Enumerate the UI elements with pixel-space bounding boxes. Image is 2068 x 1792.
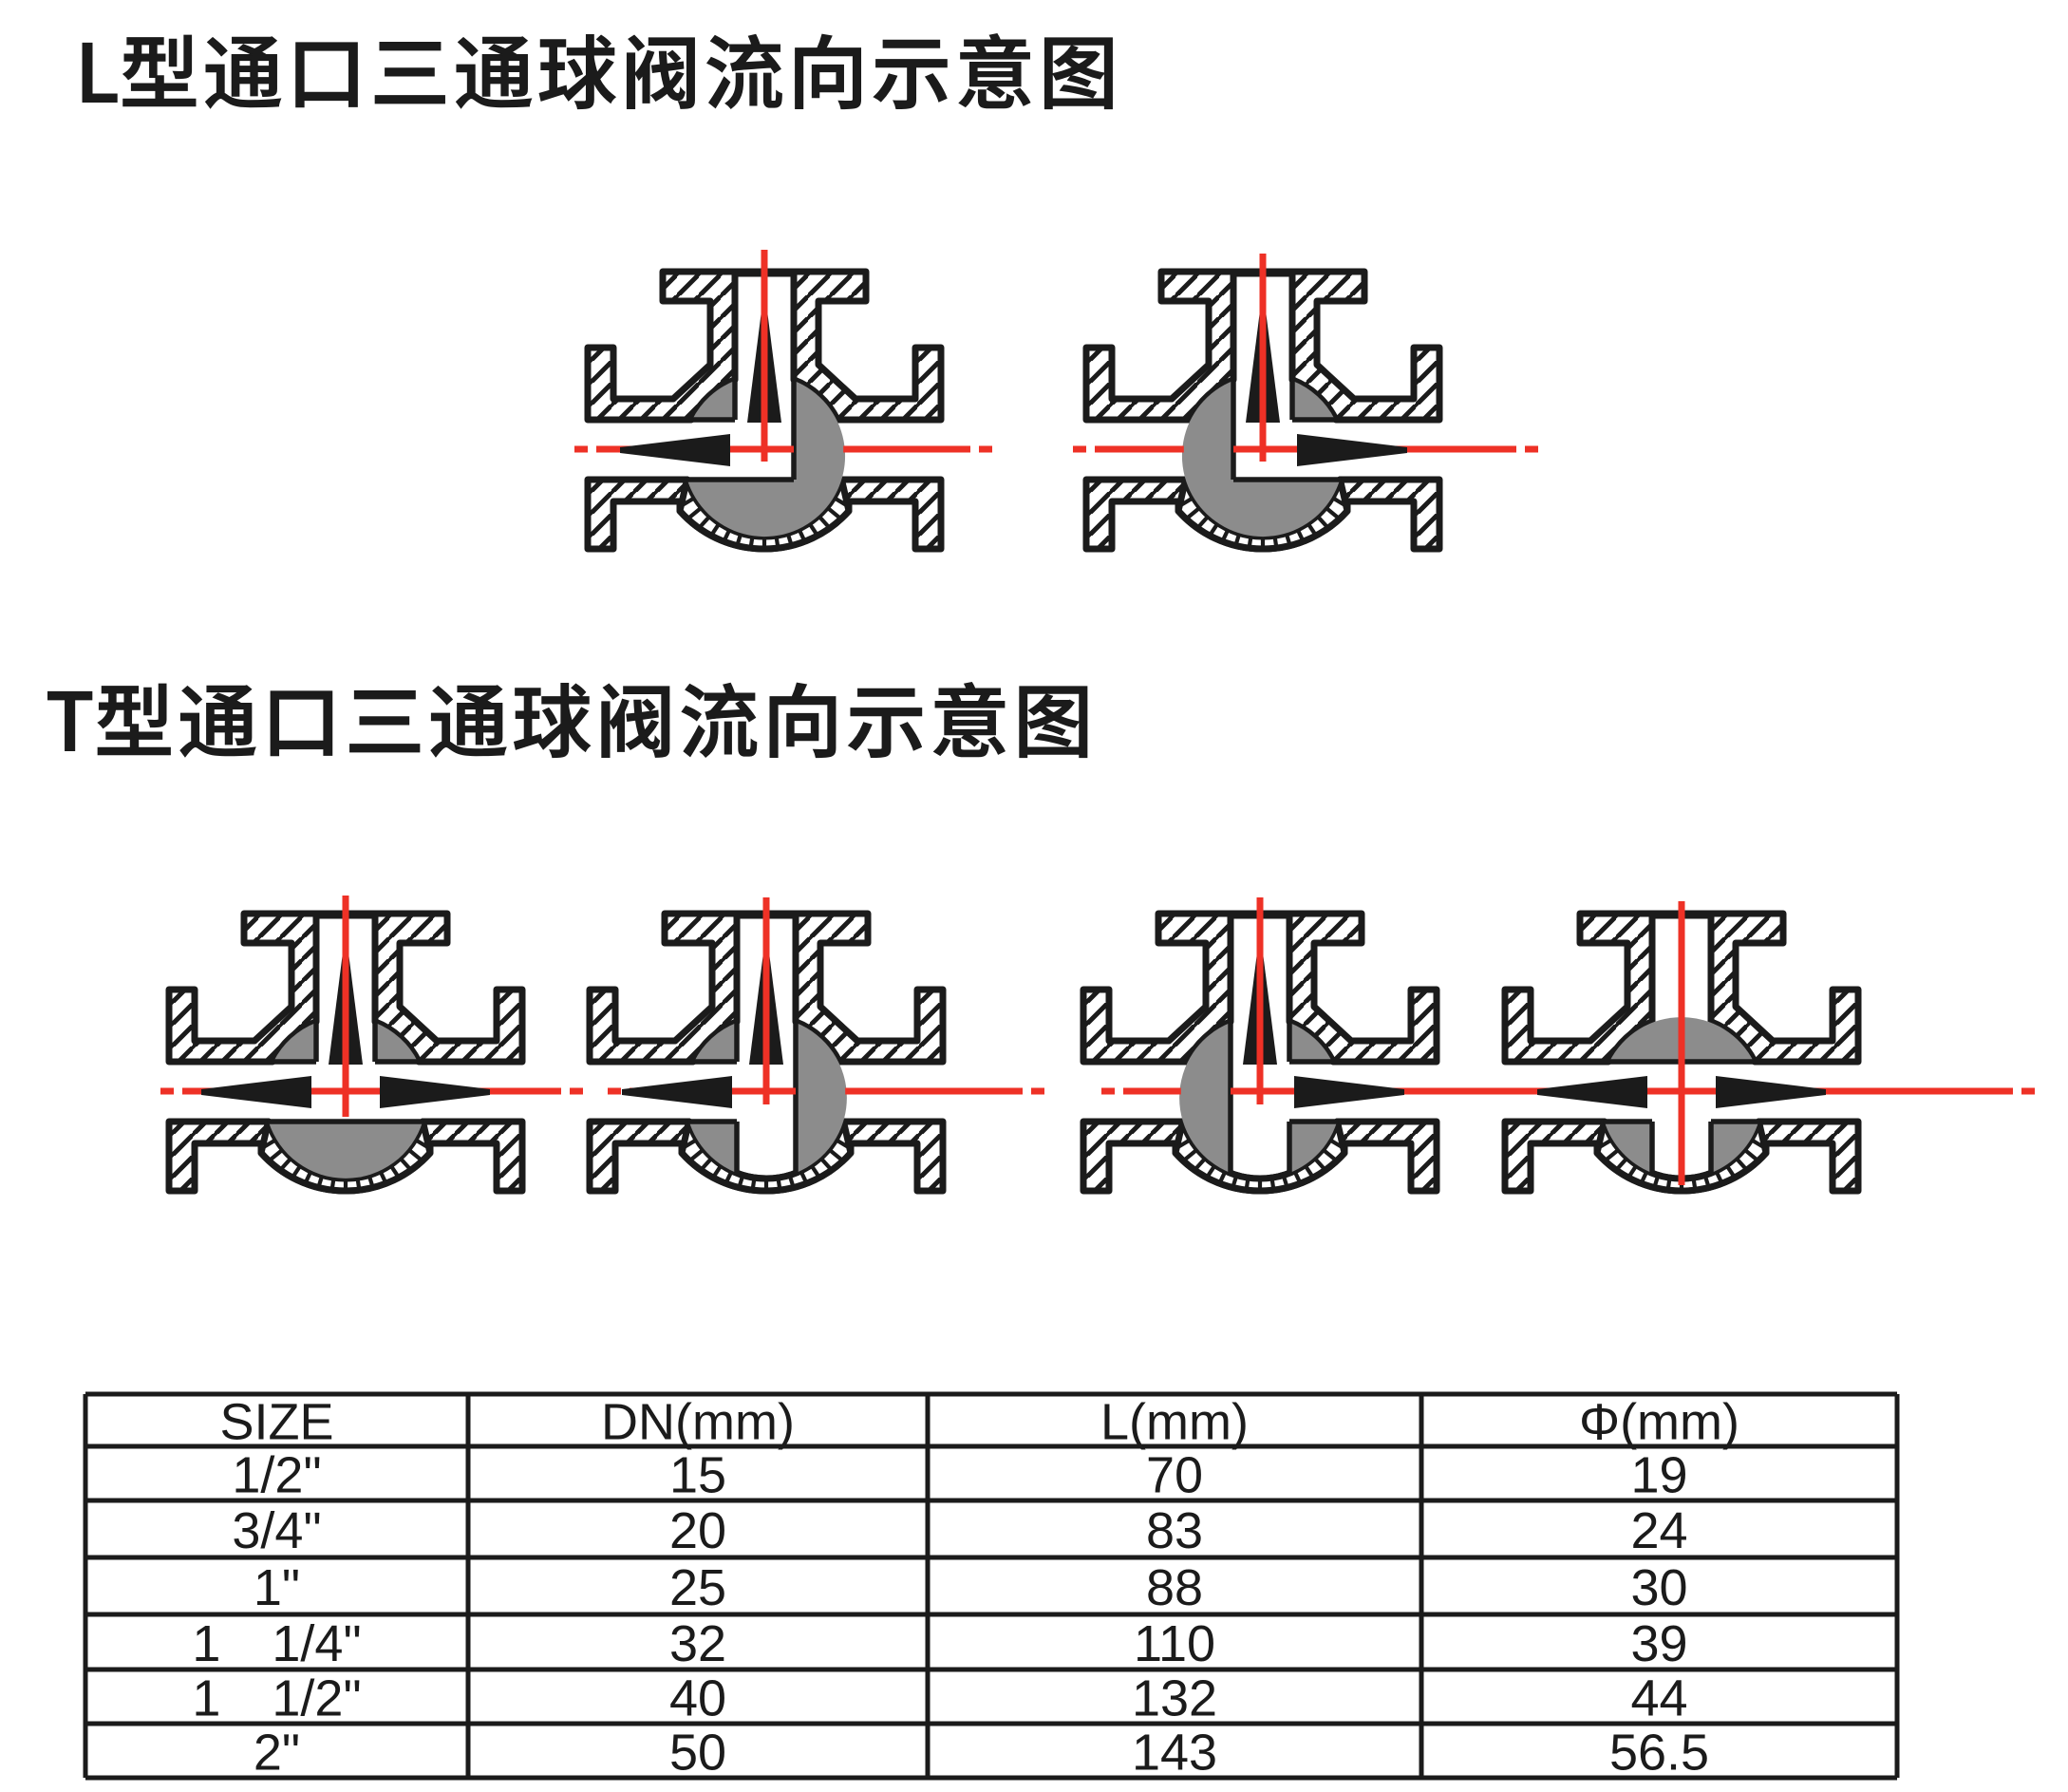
svg-text:143: 143 [1132,1725,1217,1782]
svg-text:44: 44 [1630,1670,1687,1727]
svg-text:88: 88 [1146,1559,1203,1616]
svg-text:2": 2" [254,1725,300,1782]
svg-text:1 1/4": 1 1/4" [192,1615,361,1672]
svg-text:40: 40 [669,1670,726,1727]
svg-text:L(mm): L(mm) [1100,1394,1249,1451]
svg-text:SIZE: SIZE [219,1394,333,1451]
svg-text:15: 15 [669,1447,726,1504]
svg-text:1 1/2": 1 1/2" [192,1670,361,1727]
svg-text:25: 25 [669,1559,726,1616]
svg-text:DN(mm): DN(mm) [601,1394,795,1451]
svg-text:56.5: 56.5 [1609,1725,1709,1782]
svg-text:39: 39 [1630,1615,1687,1672]
svg-text:32: 32 [669,1615,726,1672]
svg-text:70: 70 [1146,1447,1203,1504]
svg-text:20: 20 [669,1502,726,1559]
svg-text:50: 50 [669,1725,726,1782]
svg-text:132: 132 [1132,1670,1217,1727]
svg-text:24: 24 [1630,1502,1687,1559]
svg-text:1": 1" [254,1559,300,1616]
svg-text:1/2": 1/2" [232,1447,321,1504]
svg-text:3/4": 3/4" [232,1502,321,1559]
svg-text:110: 110 [1134,1615,1215,1672]
svg-text:19: 19 [1630,1447,1687,1504]
svg-text:30: 30 [1630,1559,1687,1616]
svg-text:Φ(mm): Φ(mm) [1579,1394,1739,1451]
svg-text:83: 83 [1146,1502,1203,1559]
